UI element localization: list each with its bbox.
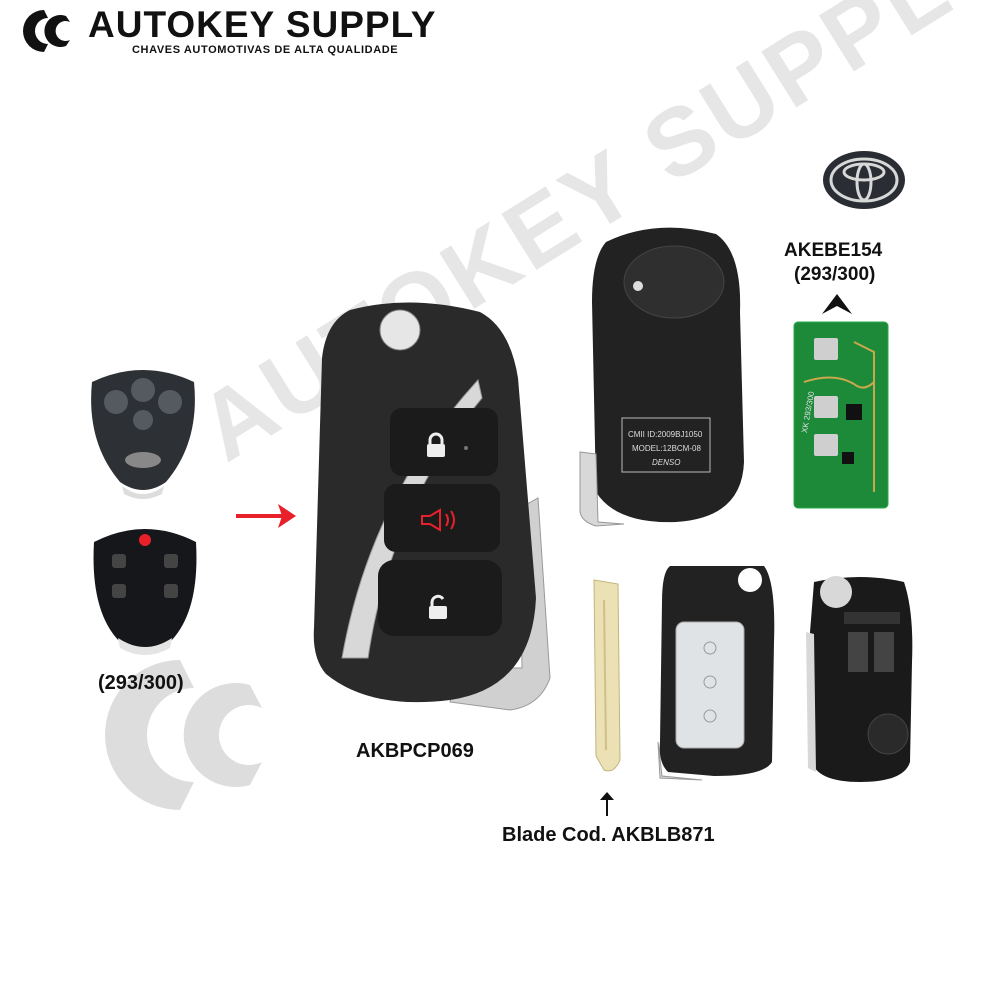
up-arrow-icon (822, 294, 852, 314)
main-key-code: AKBPCP069 (356, 740, 474, 762)
pcb-code: AKEBE154 (784, 240, 883, 261)
kc-watermark-logo-icon (105, 660, 262, 810)
key-back-text-id: CMII ID:2009BJ1050 (628, 430, 703, 439)
brand-subtitle: CHAVES AUTOMOTIVAS DE ALTA QUALIDADE (132, 44, 399, 56)
pcb-board (793, 321, 889, 509)
red-arrow-icon (236, 504, 296, 528)
flip-key-front (313, 302, 551, 711)
toyota-emblem-icon (823, 151, 905, 209)
unlock-icon (429, 594, 447, 619)
blade-label: Blade Cod. AKBLB871 (502, 824, 715, 846)
key-back-text-brand: DENSO (652, 458, 681, 467)
lock-icon (427, 432, 445, 457)
key-back-text-model: MODEL:12BCM-08 (632, 444, 701, 453)
pcb-compat: (293/300) (794, 264, 876, 285)
small-up-arrow-icon (600, 792, 614, 816)
kc-logo-icon (23, 10, 70, 52)
brand-title: AUTOKEY SUPPLY (88, 4, 437, 45)
key-blade (593, 579, 621, 772)
old-remote-four-button (91, 370, 195, 499)
compat-label: (293/300) (98, 672, 184, 694)
flip-key-back (579, 227, 744, 527)
open-key-shell (657, 566, 775, 781)
panic-icon (421, 508, 455, 532)
old-remote-five-button (93, 529, 197, 655)
open-key-shell-inner (806, 576, 913, 782)
